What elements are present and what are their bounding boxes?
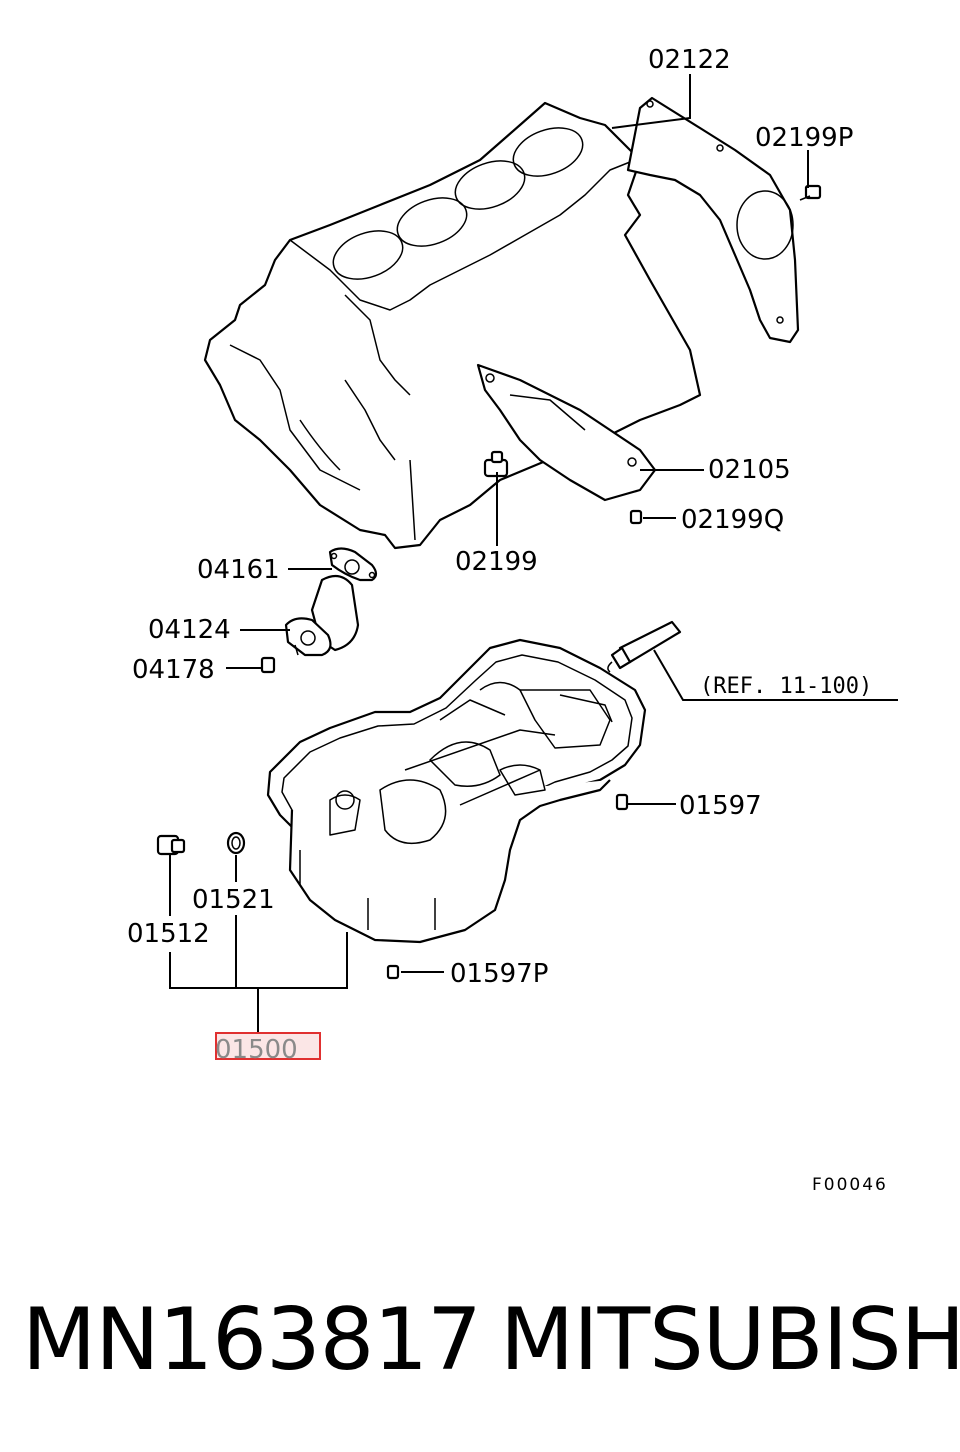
label-02199Q: 02199Q — [681, 505, 784, 535]
bolt-01597P-icon — [386, 964, 400, 980]
figure-code: F00046 — [812, 1175, 888, 1195]
label-ref: (REF. 11-100) — [700, 674, 872, 699]
part-number-caption: MN163817 — [22, 1290, 482, 1390]
label-02199: 02199 — [455, 547, 538, 577]
rear-plate — [626, 96, 800, 344]
label-04178: 04178 — [132, 655, 215, 685]
drain-plug-01512-icon — [156, 834, 186, 856]
label-01597P: 01597P — [450, 959, 548, 989]
engine-block — [203, 101, 702, 550]
bolt-02199P-icon — [799, 184, 822, 201]
gasket-04161 — [328, 547, 378, 582]
label-02105: 02105 — [708, 455, 791, 485]
washer-01521-icon — [226, 831, 246, 855]
label-02122: 02122 — [648, 45, 731, 75]
label-02199P: 02199P — [755, 123, 853, 153]
label-01521: 01521 — [192, 885, 275, 915]
oil-strainer-04124 — [284, 574, 360, 657]
label-01512: 01512 — [127, 919, 210, 949]
bolt-01597-icon — [615, 793, 629, 811]
label-04124: 04124 — [148, 615, 231, 645]
highlight-box — [215, 1032, 321, 1060]
sealant-tube-icon — [607, 620, 682, 673]
label-01500: 01500 — [215, 1035, 298, 1065]
bolt-04178-icon — [260, 656, 276, 674]
bolt-02199Q-icon — [629, 509, 643, 525]
label-01597: 01597 — [679, 791, 762, 821]
oil-pan — [266, 638, 647, 944]
leader-lines — [169, 74, 898, 1032]
brand-caption: MITSUBISHI — [500, 1290, 960, 1390]
label-04161: 04161 — [197, 555, 280, 585]
